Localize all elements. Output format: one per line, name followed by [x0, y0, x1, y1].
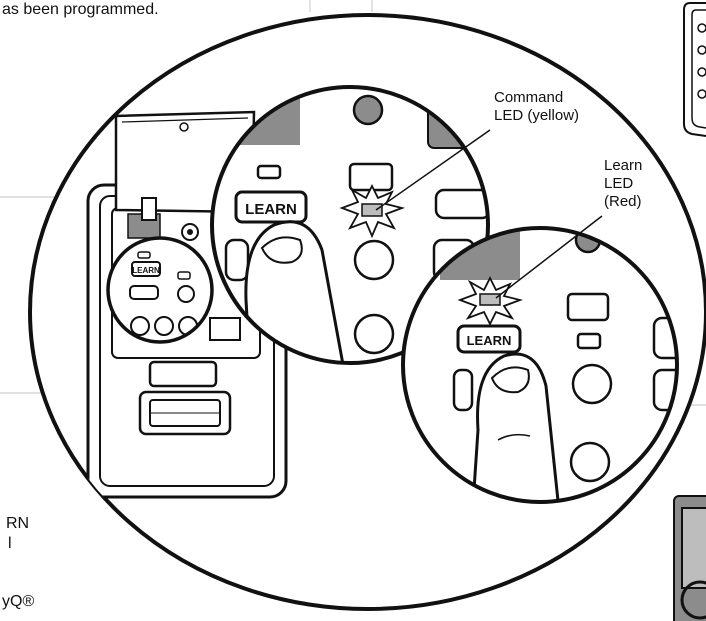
- learn-led-label-line-1: Learn: [604, 157, 642, 174]
- text-fragment-rn: RN: [6, 515, 29, 532]
- instruction-text-fragment: as been programmed.: [2, 1, 159, 18]
- learn-led-label-line-3: (Red): [604, 193, 642, 210]
- neighbor-remote-top: [683, 1, 706, 137]
- command-led-label-line-1: Command: [494, 89, 563, 106]
- learn-led-leader: [495, 215, 603, 299]
- learn-led-label: Learn LED (Red): [604, 157, 642, 210]
- neighbor-device-bottom: [673, 495, 706, 621]
- learn-button-text-small: LEARN: [132, 266, 160, 275]
- finger-right: [470, 352, 562, 502]
- text-fragment-myq: yQ®: [2, 593, 34, 610]
- learn-button-text-medium: LEARN: [467, 333, 512, 348]
- command-led-leader: [375, 129, 491, 211]
- learn-button-text-large: LEARN: [245, 201, 297, 218]
- middle-magnifier: LEARN: [210, 85, 490, 365]
- command-led-label: Command LED (yellow): [494, 89, 579, 124]
- small-magnifier: LEARN: [106, 236, 214, 344]
- finger-middle: [244, 220, 346, 363]
- right-magnifier: LEARN: [401, 226, 679, 504]
- command-led-label-line-2: LED (yellow): [494, 107, 579, 124]
- text-fragment-l: l: [8, 535, 12, 552]
- learn-led-label-line-2: LED: [604, 175, 633, 192]
- command-led-burst: [339, 183, 406, 239]
- learn-led-burst: [457, 275, 524, 327]
